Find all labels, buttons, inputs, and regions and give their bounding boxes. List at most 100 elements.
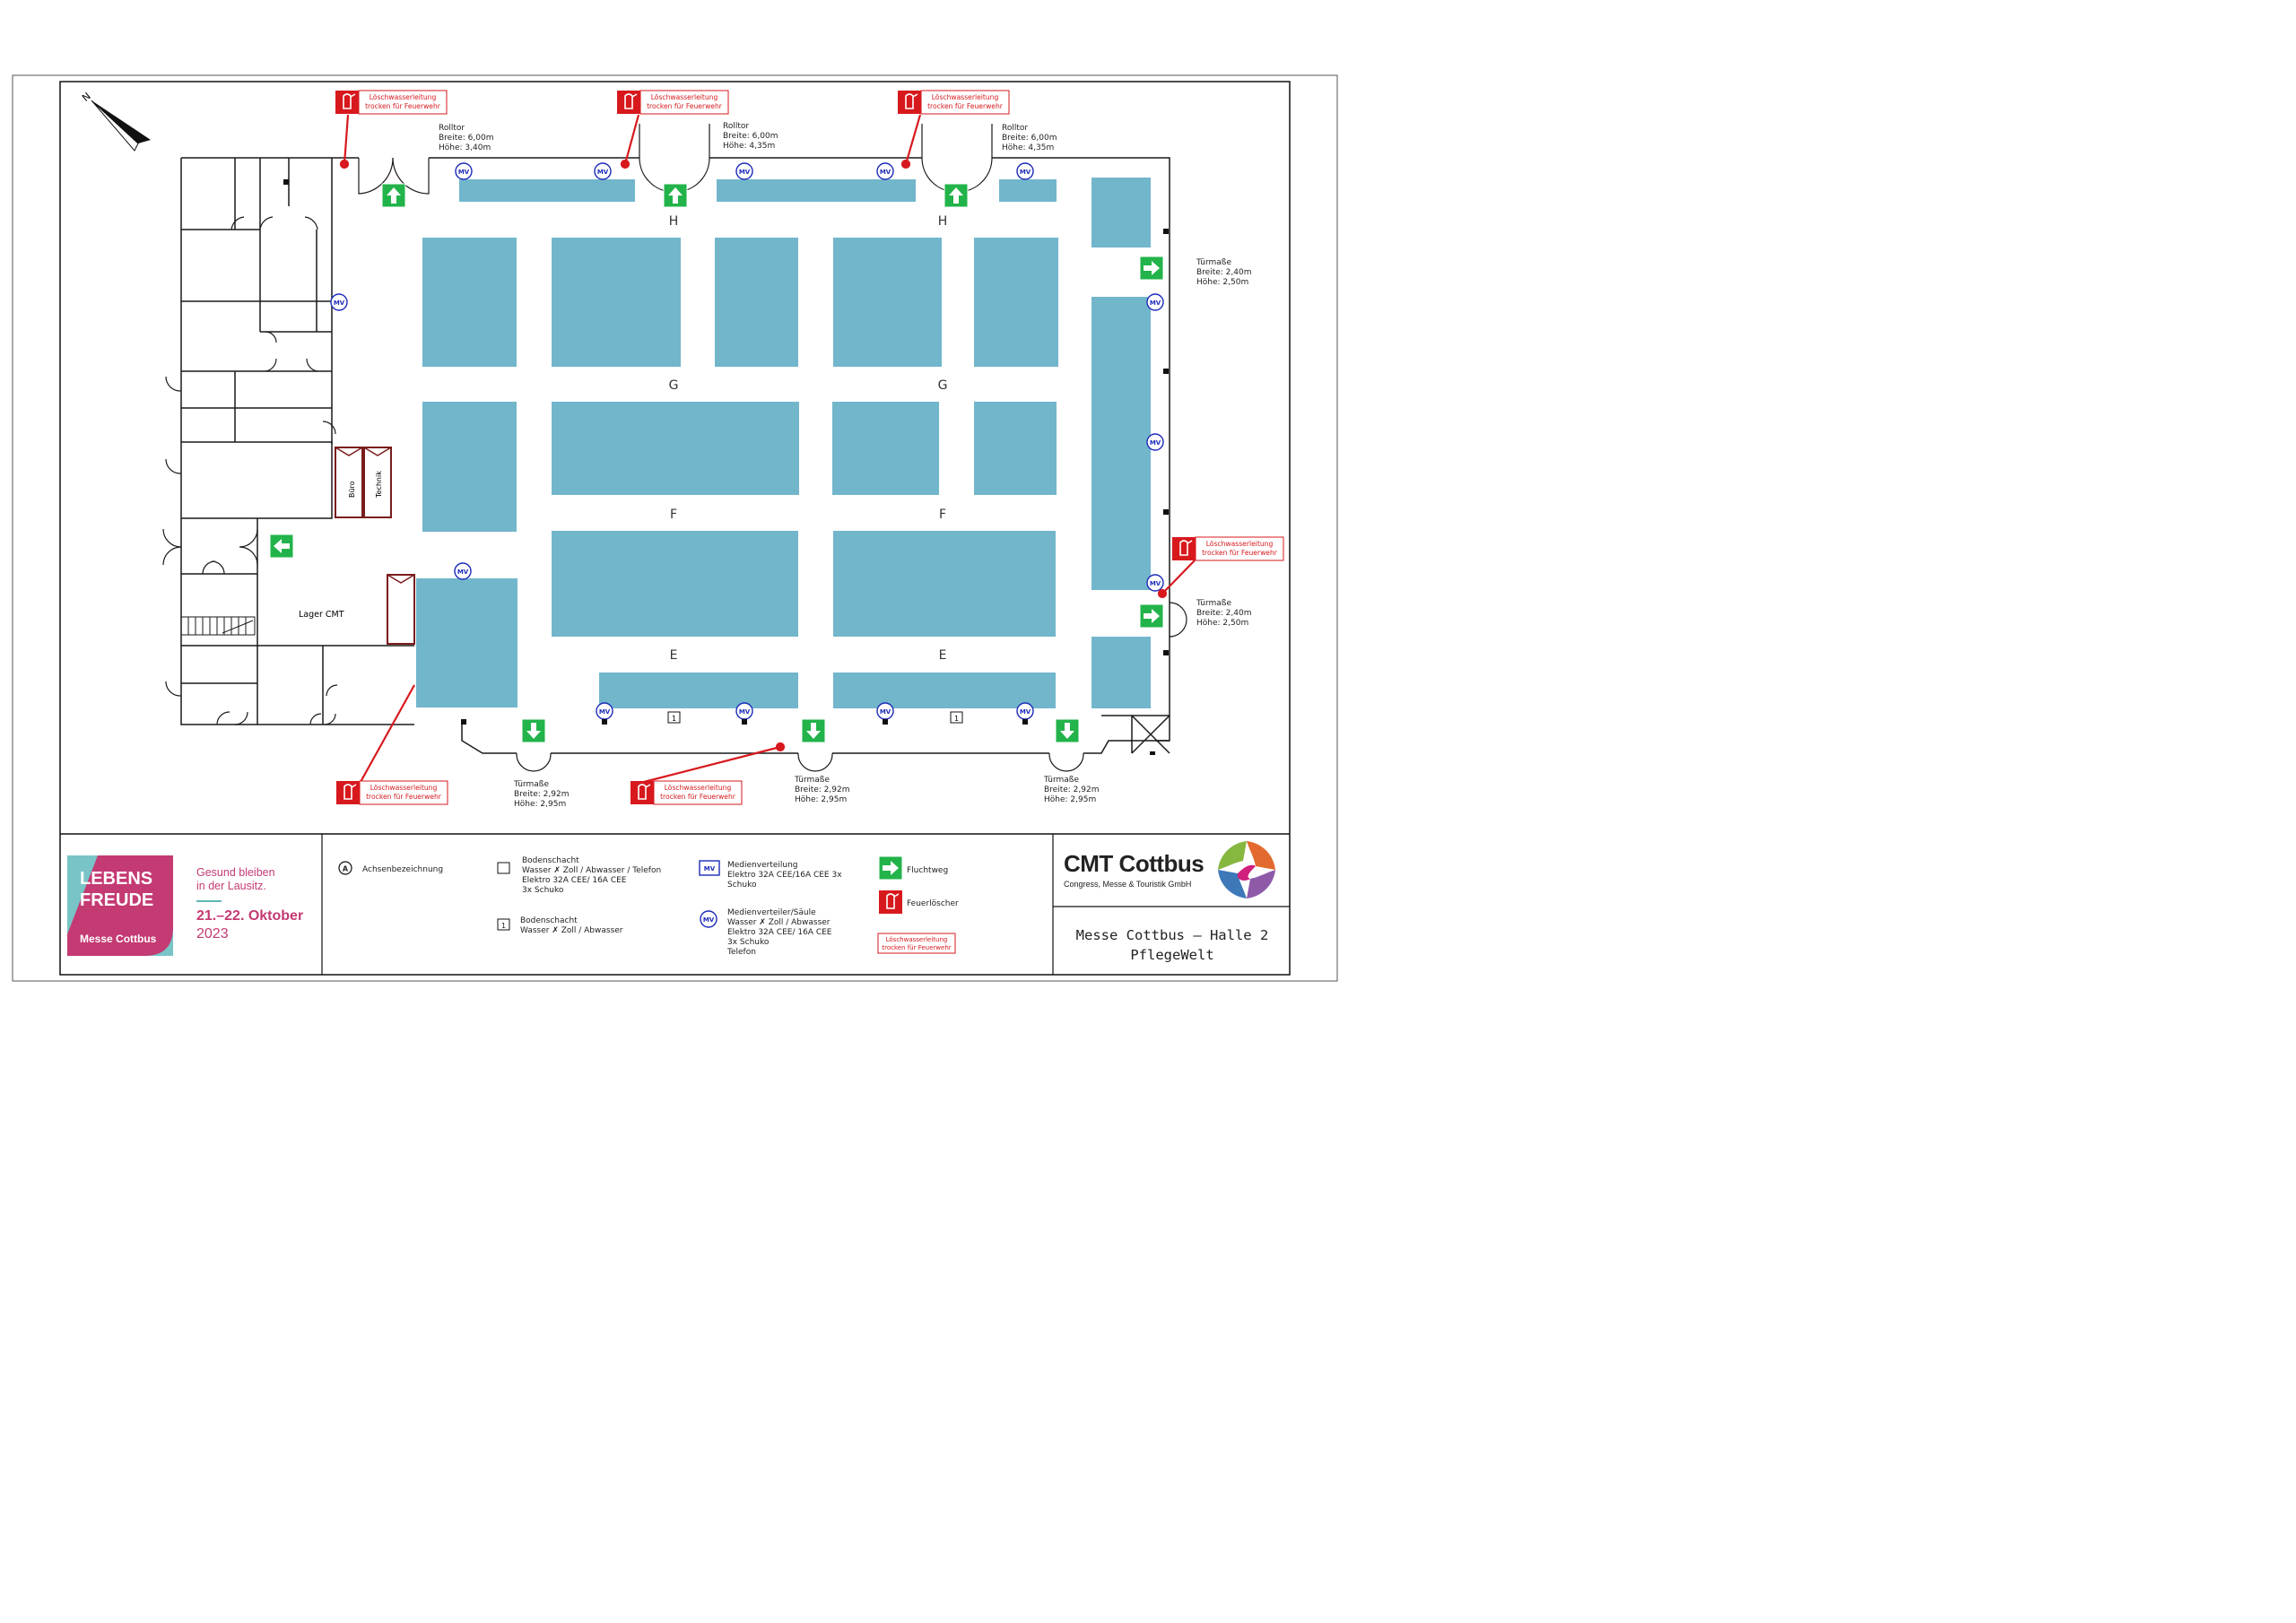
booth-g-5[interactable] bbox=[974, 238, 1058, 367]
exit-right-icon bbox=[1139, 603, 1164, 629]
mv-icon bbox=[596, 702, 613, 720]
svg-text:Höhe: 2,95m: Höhe: 2,95m bbox=[514, 800, 566, 809]
booth-e-4[interactable] bbox=[599, 673, 798, 708]
plan-title: Messe Cottbus – Halle 2 PflegeWelt bbox=[1055, 925, 1290, 965]
floor-shaft-icon: 1 bbox=[672, 715, 676, 723]
dry-riser-callouts bbox=[339, 114, 1196, 784]
row-label-f-1: F bbox=[670, 508, 677, 522]
booth-g-3[interactable] bbox=[715, 238, 798, 367]
dry-riser-text-2: trocken für Feuerwehr bbox=[647, 102, 723, 110]
booth-g-2[interactable] bbox=[552, 238, 681, 367]
tuer-bottom-2: Türmaße Breite: 2,92m Höhe: 2,95m bbox=[794, 776, 849, 804]
svg-text:Breite: 2,92m: Breite: 2,92m bbox=[795, 785, 849, 794]
mv-icon bbox=[876, 162, 894, 180]
cmt-logo-icon bbox=[1218, 841, 1275, 898]
rolltor-3: Rolltor Breite: 6,00m Höhe: 4,35m bbox=[1002, 124, 1057, 152]
booth-f-1[interactable] bbox=[422, 402, 517, 532]
dry-riser-text-2: trocken für Feuerwehr bbox=[927, 102, 1004, 110]
booths bbox=[416, 178, 1151, 708]
event-tagline: Gesund bleiben in der Lausitz. 21.–22. O… bbox=[196, 866, 322, 943]
row-labels: H H G G F F E E bbox=[669, 214, 948, 663]
svg-text:Höhe: 2,95m: Höhe: 2,95m bbox=[795, 795, 847, 804]
mv-icon bbox=[1146, 433, 1164, 451]
legend-bodenschacht-title: Bodenschacht bbox=[522, 856, 579, 865]
room-lager-box bbox=[387, 574, 415, 645]
fire-extinguisher-icon bbox=[335, 90, 360, 115]
exit-down-icon bbox=[801, 718, 826, 743]
legend-loesch-line1: Löschwasserleitung bbox=[886, 936, 948, 943]
booth-e-5[interactable] bbox=[833, 673, 1056, 708]
legend-medienverteilung-line: Elektro 32A CEE/16A CEE 3x bbox=[727, 871, 842, 880]
svg-text:Breite: 2,40m: Breite: 2,40m bbox=[1196, 268, 1251, 277]
company-brand: CMT Cottbus Congress, Messe & Touristik … bbox=[1064, 850, 1205, 889]
tuer-bottom-3: Türmaße Breite: 2,92m Höhe: 2,95m bbox=[1043, 776, 1099, 804]
booth-g-1[interactable] bbox=[422, 238, 517, 367]
floor-shaft-icon bbox=[497, 862, 510, 874]
booth-r-1[interactable] bbox=[1091, 178, 1151, 247]
legend-medienverteilung-line: Schuko bbox=[727, 881, 757, 890]
plan-title-line-2: PflegeWelt bbox=[1130, 947, 1214, 963]
booth-r-3[interactable] bbox=[1091, 637, 1151, 708]
legend-bodenschacht-line: Wasser ✗ Zoll / Abwasser / Telefon bbox=[522, 866, 661, 875]
booth-f-4[interactable] bbox=[974, 402, 1057, 495]
banner-line-2: FREUDE bbox=[80, 890, 154, 910]
booth-f-3[interactable] bbox=[832, 402, 939, 495]
svg-text:Türmaße: Türmaße bbox=[794, 776, 830, 785]
exit-up-icon bbox=[663, 183, 688, 208]
rolltor-1: Rolltor Breite: 6,00m Höhe: 3,40m bbox=[439, 124, 493, 152]
legend-loesch-line2: trocken für Feuerwehr bbox=[882, 944, 951, 951]
svg-text:Türmaße: Türmaße bbox=[513, 780, 549, 789]
booth-h-3[interactable] bbox=[999, 179, 1057, 202]
legend-saeule-line: 3x Schuko bbox=[727, 938, 770, 947]
mv-icon bbox=[455, 162, 473, 180]
row-label-g-2: G bbox=[938, 378, 948, 393]
exit-up-icon bbox=[944, 183, 969, 208]
booth-f-2[interactable] bbox=[552, 402, 799, 495]
tuer-right-2: Türmaße Breite: 2,40m Höhe: 2,50m bbox=[1196, 599, 1251, 628]
booth-r-2[interactable] bbox=[1091, 297, 1151, 590]
booth-e-1[interactable] bbox=[552, 531, 798, 637]
dry-riser-text-2: trocken für Feuerwehr bbox=[1202, 549, 1278, 557]
staircase bbox=[180, 616, 256, 636]
dry-riser-text-1: Löschwasserleitung bbox=[932, 93, 999, 101]
exit-down-icon bbox=[521, 718, 546, 743]
floor-shaft-numbered-icon bbox=[497, 918, 510, 931]
booth-e-3[interactable] bbox=[416, 578, 517, 707]
booth-h-2[interactable] bbox=[717, 179, 916, 202]
svg-text:Höhe: 3,40m: Höhe: 3,40m bbox=[439, 143, 491, 152]
company-name: CMT Cottbus bbox=[1064, 850, 1205, 877]
svg-text:MV: MV bbox=[704, 865, 716, 872]
media-distribution-box-icon bbox=[699, 860, 720, 876]
exit-up-icon bbox=[381, 183, 406, 208]
booth-g-4[interactable] bbox=[833, 238, 942, 367]
dry-riser-label: Löschwasserleitung trocken für Feuerwehr bbox=[1171, 536, 1284, 561]
mv-icon bbox=[1016, 702, 1034, 720]
mv-icon bbox=[454, 562, 472, 580]
dry-riser-text-2: trocken für Feuerwehr bbox=[365, 102, 441, 110]
dry-riser-label: Löschwasserleitung trocken für Feuerwehr bbox=[616, 90, 729, 115]
legend-saeule-line: Wasser ✗ Zoll / Abwasser bbox=[727, 918, 831, 927]
tagline-divider bbox=[196, 900, 222, 902]
svg-text:Höhe: 2,95m: Höhe: 2,95m bbox=[1044, 795, 1096, 804]
row-label-f-2: F bbox=[939, 508, 946, 522]
event-banner: LEBENS FREUDE Messe Cottbus bbox=[67, 855, 173, 956]
company-subtitle: Congress, Messe & Touristik GmbH bbox=[1064, 880, 1192, 889]
exit-right-icon bbox=[1139, 256, 1164, 281]
svg-text:Türmaße: Türmaße bbox=[1043, 776, 1079, 785]
booth-e-2[interactable] bbox=[833, 531, 1056, 637]
floor-shafts: 1 1 bbox=[667, 711, 963, 724]
legend: A Achsenbezeichnung Bodenschacht Wasser … bbox=[338, 855, 959, 957]
legend-bodenschacht-line: 3x Schuko bbox=[522, 886, 564, 895]
svg-text:Rolltor: Rolltor bbox=[1002, 124, 1028, 133]
event-banner-graphic bbox=[67, 855, 173, 956]
legend-saeule-line: Telefon bbox=[726, 948, 756, 957]
hall-walls bbox=[180, 157, 1170, 754]
dry-riser-text-1: Löschwasserleitung bbox=[370, 784, 438, 792]
mv-icon bbox=[735, 702, 753, 720]
svg-text:1: 1 bbox=[501, 922, 506, 930]
dry-riser-text-2: trocken für Feuerwehr bbox=[660, 793, 736, 801]
fire-extinguisher-icon bbox=[897, 90, 922, 115]
booth-h-1[interactable] bbox=[459, 179, 635, 202]
mv-icon bbox=[1146, 574, 1164, 592]
svg-text:Höhe: 4,35m: Höhe: 4,35m bbox=[1002, 143, 1054, 152]
